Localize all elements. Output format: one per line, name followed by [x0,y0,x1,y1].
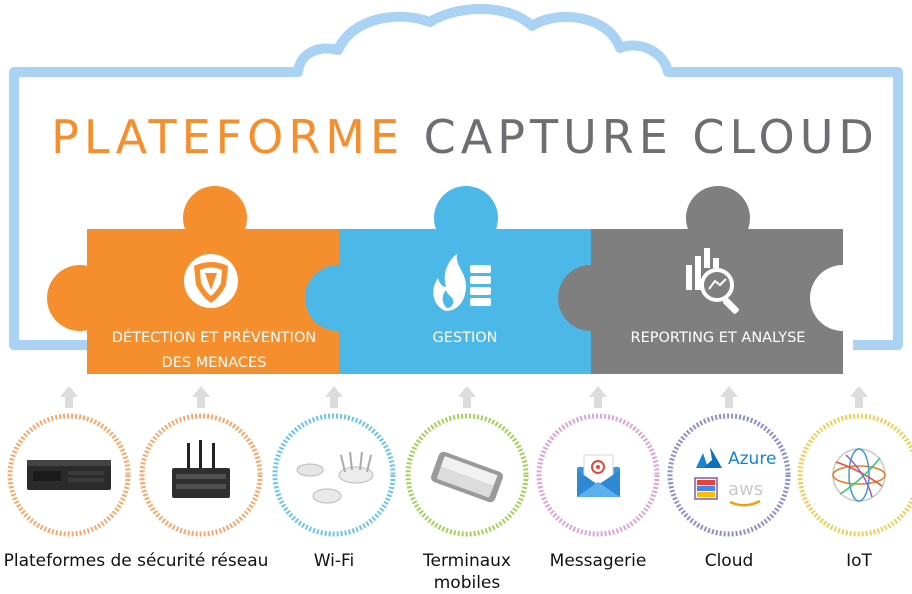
label-mobile: Terminaux mobiles [410,550,524,594]
device-ring-mobile [405,413,529,537]
up-arrow-icon [850,386,868,408]
device-ring-wifi [272,413,396,537]
reporting-label-line1: REPORTING ET ANALYSE [630,330,806,346]
up-arrow-icon [458,386,476,408]
smartphone-icon [430,451,504,503]
threat-label-line2: DES MENACES [161,355,267,371]
up-arrow-icon [589,386,607,408]
label-mobile-line1: Terminaux [423,551,511,571]
azure-logo-icon [696,447,722,468]
title-part-2: CAPTURE CLOUD [423,110,879,164]
puzzle-piece-management [339,186,591,374]
management-label: GESTION [350,326,580,351]
device-ring-mail [536,413,660,537]
title-part-1: PLATEFORME [51,110,405,164]
aws-text: aws [728,479,764,500]
device-ring-router [139,413,263,537]
label-mail: Messagerie [549,551,647,571]
label-security-appliances: Plateformes de sécurité réseau [3,551,269,571]
arrow-icons [60,386,868,408]
aws-smile-icon [729,499,761,507]
label-iot: IoT [846,551,872,571]
threat-label-line1: DÉTECTION ET PRÉVENTION [111,330,317,346]
up-arrow-icon [60,386,78,408]
device-ring-iot [797,413,912,537]
device-ring-appliance [7,413,131,537]
shield-icon [184,254,238,308]
report-magnifier-icon [686,248,739,314]
iot-globe-icon [832,448,886,502]
up-arrow-icon [720,386,738,408]
security-appliance-icon [27,460,111,490]
reporting-label: REPORTING ET ANALYSE [596,326,840,351]
up-arrow-icon [192,386,210,408]
threat-label: DÉTECTION ET PRÉVENTION DES MENACES [92,326,336,376]
device-ring-cloud [667,413,791,537]
label-cloud: Cloud [704,551,754,571]
wifi-access-point-icon [296,451,374,504]
cloud-frame [9,3,903,350]
azure-text: Azure [728,449,777,469]
up-arrow-icon [325,386,343,408]
firewall-router-icon [172,440,230,498]
firewall-flame-icon [433,254,491,311]
platform-title: PLATEFORME CAPTURE CLOUD [40,110,890,164]
label-mobile-line2: mobiles [433,573,501,593]
email-envelope-icon [577,454,620,497]
label-wifi: Wi-Fi [313,551,355,571]
gcp-stack-icon [694,477,718,500]
management-label-line1: GESTION [432,330,498,346]
